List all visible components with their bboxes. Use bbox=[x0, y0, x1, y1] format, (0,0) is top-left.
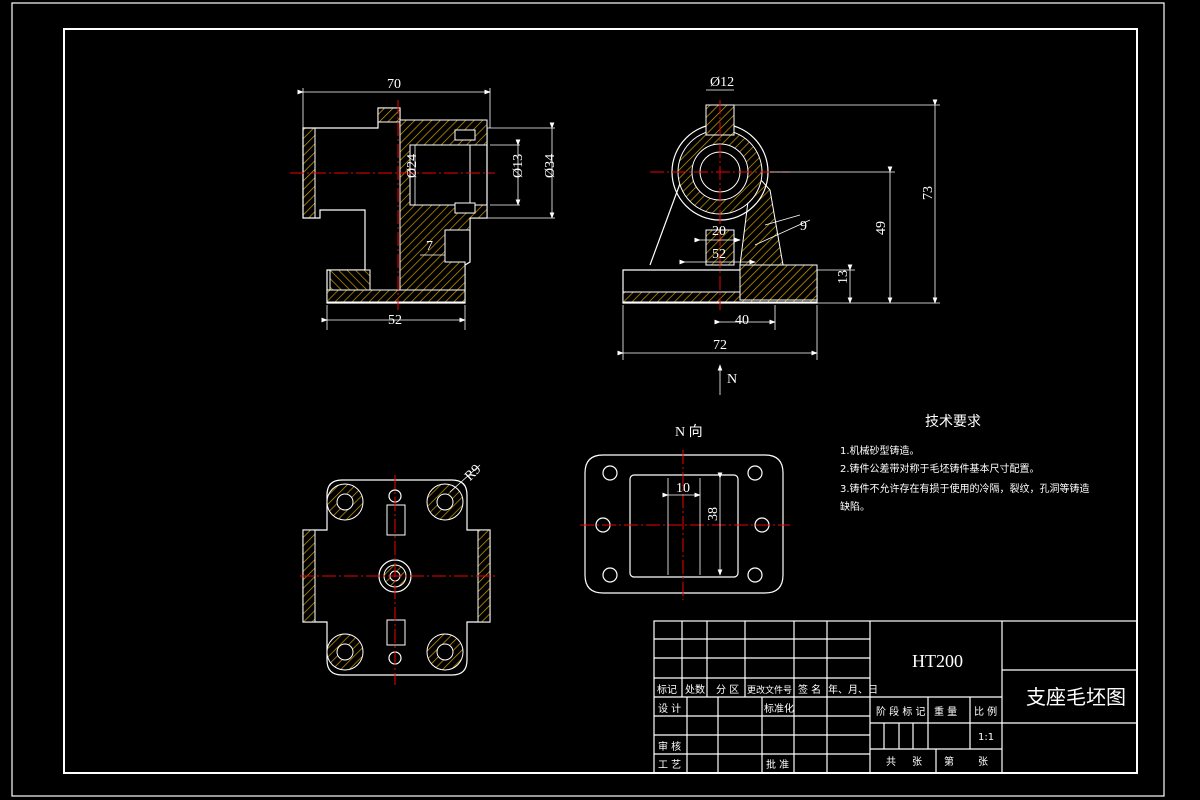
inner-border bbox=[63, 28, 1138, 774]
dim-20: 20 bbox=[712, 224, 726, 239]
dim-72: 72 bbox=[713, 338, 727, 353]
dim-73: 73 bbox=[921, 186, 936, 200]
technical-notes: 技术要求 1.机械砂型铸造。 2.铸件公差带对称于毛坯铸件基本尺寸配置。 3.铸… bbox=[840, 414, 1090, 513]
tb-sheet-no: 第 bbox=[944, 755, 954, 768]
tb-process: 工 艺 bbox=[658, 759, 681, 771]
tb-sheet-unit2: 张 bbox=[978, 756, 988, 768]
tb-approve: 批 准 bbox=[766, 758, 789, 771]
tb-weight: 重 量 bbox=[934, 705, 957, 718]
note-3-cont: 缺陷。 bbox=[840, 500, 870, 513]
title-block: HT200 支座毛坯图 标记 处数 分 区 更改文件号 签 名 年、月、日 设 … bbox=[653, 620, 1138, 774]
dim-13: 13 bbox=[836, 270, 851, 284]
dim-40: 40 bbox=[735, 313, 749, 328]
tb-sheets-total: 共 bbox=[886, 756, 896, 768]
tb-design: 设 计 bbox=[658, 702, 681, 715]
note-2: 2.铸件公差带对称于毛坯铸件基本尺寸配置。 bbox=[840, 462, 1040, 475]
top-view: R9 bbox=[300, 462, 495, 685]
dim-38: 38 bbox=[706, 507, 721, 521]
tb-count: 处数 bbox=[685, 683, 705, 696]
outer-border bbox=[11, 2, 1165, 797]
note-1: 1.机械砂型铸造。 bbox=[840, 444, 920, 457]
tb-sign: 签 名 bbox=[798, 683, 821, 696]
tb-zone: 分 区 bbox=[716, 684, 739, 696]
tb-mark: 标记 bbox=[657, 684, 677, 696]
dim-dia24: Ø24 bbox=[405, 154, 420, 178]
dim-52-side: 52 bbox=[712, 247, 726, 262]
note-3: 3.铸件不允许存在有损于使用的冷隔，裂纹，孔洞等铸造 bbox=[840, 482, 1090, 495]
dim-52-front: 52 bbox=[388, 313, 402, 328]
view-arrow-n: N bbox=[727, 372, 737, 387]
dim-r9: R9 bbox=[462, 462, 484, 484]
dim-dia12: Ø12 bbox=[710, 75, 734, 90]
dim-49: 49 bbox=[874, 221, 889, 235]
tb-date: 年、月、日 bbox=[828, 683, 878, 696]
dim-dia34: Ø34 bbox=[543, 154, 558, 178]
dim-70: 70 bbox=[387, 77, 401, 92]
dim-7: 7 bbox=[426, 239, 433, 254]
tb-review: 审 核 bbox=[658, 740, 681, 753]
tb-scale-value: 1:1 bbox=[978, 732, 994, 743]
front-view: 70 52 Ø24 Ø13 Ø34 7 bbox=[290, 77, 558, 330]
tb-sheet-unit1: 张 bbox=[912, 756, 922, 768]
n-view-label: N 向 bbox=[675, 424, 703, 440]
n-view: N 向 10 38 bbox=[580, 424, 790, 600]
dim-9: 9 bbox=[800, 219, 807, 234]
tb-stage: 阶 段 标 记 bbox=[876, 705, 926, 718]
material-text: HT200 bbox=[912, 651, 963, 671]
tb-scale-label: 比 例 bbox=[974, 705, 997, 718]
tb-change-doc: 更改文件号 bbox=[747, 684, 792, 696]
side-view: Ø12 73 49 13 20 52 40 72 9 N bbox=[617, 75, 940, 395]
dim-10: 10 bbox=[676, 481, 690, 496]
tb-standard: 标准化 bbox=[764, 702, 794, 715]
part-name: 支座毛坯图 bbox=[1026, 685, 1126, 709]
dim-dia13: Ø13 bbox=[511, 154, 526, 178]
notes-title: 技术要求 bbox=[925, 414, 981, 430]
